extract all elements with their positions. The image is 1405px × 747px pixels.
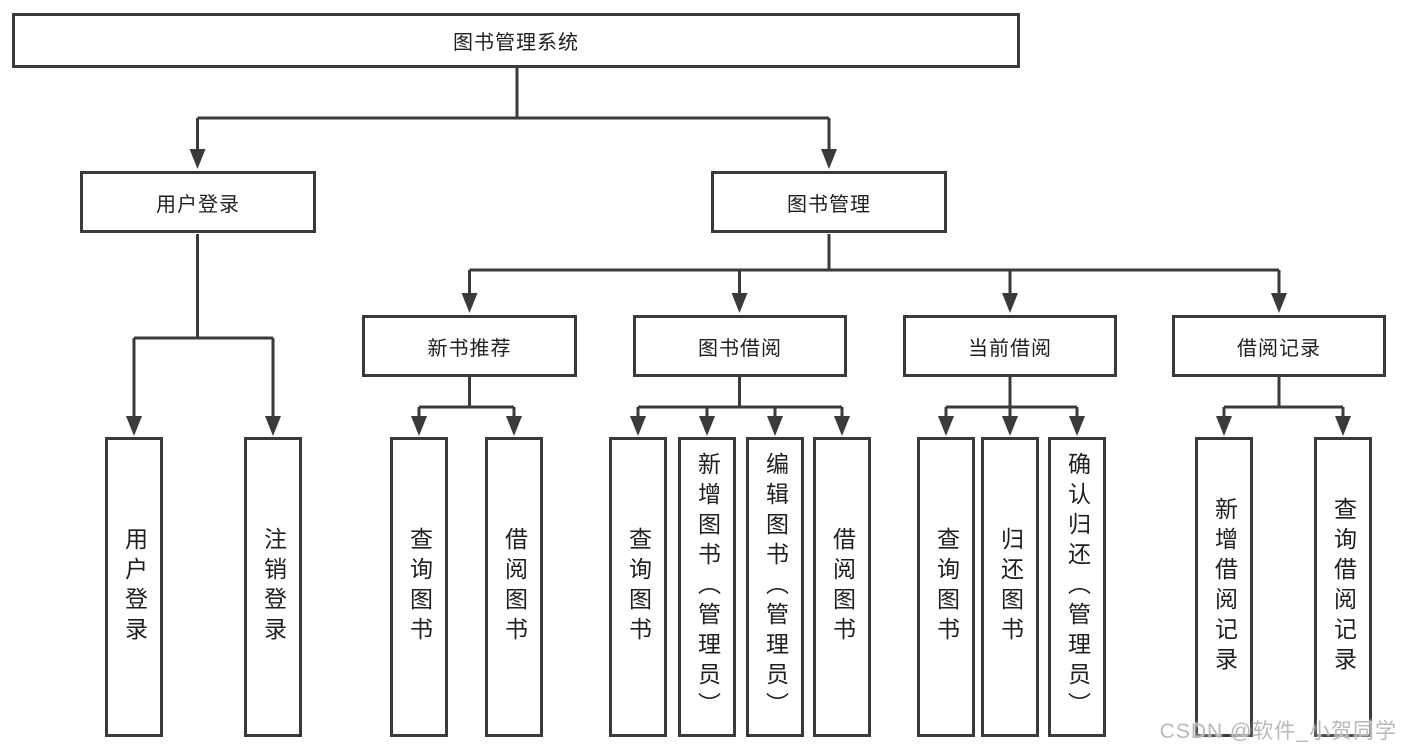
leaf-query-books-recommend-label: 查询图书 [406, 527, 433, 647]
leaf-return-book: 归还图书 [981, 437, 1039, 737]
arrowhead [461, 293, 478, 313]
leaf-query-borrow-record: 查询借阅记录 [1314, 437, 1372, 737]
node-borrow-records-label: 借阅记录 [1237, 337, 1321, 360]
arrowhead [1216, 416, 1232, 436]
connector-root-to-level2 [189, 68, 837, 169]
leaf-confirm-return-admin: 确认归还（管理员） [1048, 437, 1106, 737]
arrowhead [189, 149, 206, 169]
leaf-query-books-current: 查询图书 [917, 437, 975, 737]
arrowhead [1069, 416, 1085, 436]
arrowhead [1002, 416, 1018, 436]
connector-book-management-children [461, 234, 1287, 313]
arrowhead [731, 293, 748, 313]
node-new-book-recommend-label: 新书推荐 [427, 337, 512, 360]
node-borrow-records: 借阅记录 [1172, 315, 1386, 377]
arrowhead [821, 149, 837, 169]
leaf-add-borrow-record: 新增借阅记录 [1195, 437, 1253, 737]
leaf-add-book-admin-label: 新增图书（管理员） [694, 452, 721, 722]
node-new-book-recommend: 新书推荐 [362, 315, 577, 377]
leaf-borrow-books-recommend-label: 借阅图书 [501, 527, 528, 647]
arrowhead [1335, 416, 1351, 436]
node-book-management-label: 图书管理 [787, 193, 871, 216]
leaf-query-books-borrow: 查询图书 [609, 437, 667, 737]
node-current-borrow: 当前借阅 [903, 315, 1117, 377]
leaf-query-books-current-label: 查询图书 [933, 527, 960, 647]
connector-current-borrow-children [938, 377, 1085, 436]
leaf-add-book-admin: 新增图书（管理员） [678, 437, 736, 737]
node-book-management: 图书管理 [711, 171, 947, 233]
leaf-user-login: 用户登录 [105, 437, 163, 737]
leaf-edit-book-admin: 编辑图书（管理员） [746, 437, 804, 737]
arrowhead [938, 416, 954, 436]
leaf-return-book-label: 归还图书 [997, 527, 1024, 647]
arrowhead [506, 416, 522, 436]
leaf-borrow-books-label: 借阅图书 [829, 527, 856, 647]
connector-borrow-records-children [1216, 377, 1351, 436]
leaf-logout: 注销登录 [244, 437, 302, 737]
leaf-query-borrow-record-label: 查询借阅记录 [1330, 497, 1357, 677]
node-user-login: 用户登录 [80, 171, 316, 233]
arrowhead [834, 416, 850, 436]
leaf-logout-label: 注销登录 [260, 527, 287, 647]
arrowhead [630, 416, 646, 436]
leaf-query-books-recommend: 查询图书 [390, 437, 448, 737]
node-root: 图书管理系统 [12, 13, 1020, 68]
node-current-borrow-label: 当前借阅 [968, 337, 1052, 360]
leaf-borrow-books: 借阅图书 [813, 437, 871, 737]
arrowhead [126, 416, 142, 436]
arrowhead [411, 416, 427, 436]
arrowhead [1271, 293, 1287, 313]
leaf-user-login-label: 用户登录 [121, 527, 148, 647]
leaf-edit-book-admin-label: 编辑图书（管理员） [762, 452, 789, 722]
node-book-borrow: 图书借阅 [633, 315, 847, 377]
leaf-borrow-books-recommend: 借阅图书 [485, 437, 543, 737]
arrowhead [699, 416, 715, 436]
node-root-label: 图书管理系统 [453, 32, 579, 54]
leaf-confirm-return-admin-label: 确认归还（管理员） [1064, 452, 1091, 722]
connector-user-login-children [126, 234, 281, 436]
leaf-add-borrow-record-label: 新增借阅记录 [1211, 497, 1238, 677]
arrowhead [1002, 293, 1018, 313]
watermark: CSDN @软件_小贺同学 [1159, 720, 1397, 743]
connector-book-borrow-children [630, 377, 850, 436]
connector-new-book-recommend-children [411, 377, 522, 436]
node-book-borrow-label: 图书借阅 [698, 337, 782, 360]
arrowhead [265, 416, 281, 436]
node-user-login-label: 用户登录 [156, 193, 240, 216]
leaf-query-books-borrow-label: 查询图书 [625, 527, 652, 647]
arrowhead [767, 416, 783, 436]
